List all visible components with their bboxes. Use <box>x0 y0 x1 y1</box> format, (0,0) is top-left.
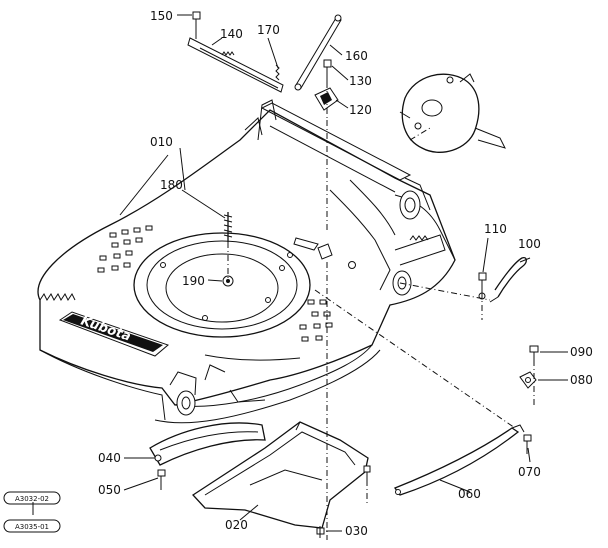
reference-badges: A3032-02 A3035-01 <box>3 491 61 533</box>
part-060-strap <box>393 424 525 496</box>
callout-190: 190 <box>182 274 205 288</box>
leader-lines <box>32 14 568 532</box>
callout-100: 100 <box>518 237 541 251</box>
callout-110: 110 <box>484 222 507 236</box>
reference-top-text: A3032-02 <box>15 495 49 503</box>
part-020-plate <box>192 421 369 529</box>
callout-010: 010 <box>150 135 173 149</box>
callout-130: 130 <box>349 74 372 88</box>
callout-050: 050 <box>98 483 121 497</box>
callout-040: 040 <box>98 451 121 465</box>
callout-160: 160 <box>345 49 368 63</box>
callout-080: 080 <box>570 373 593 387</box>
top-hardware <box>187 11 506 153</box>
callout-150: 150 <box>150 9 173 23</box>
reference-badge-bottom <box>3 519 61 533</box>
callout-140: 140 <box>220 27 243 41</box>
deck-logo-text: Kubota <box>79 314 133 345</box>
deck-logo-plate: Kubota <box>58 311 169 357</box>
callout-180: 180 <box>160 178 183 192</box>
callout-030: 030 <box>345 524 368 538</box>
reference-bottom-text: A3035-01 <box>15 523 49 531</box>
callout-090: 090 <box>570 345 593 359</box>
callout-120: 120 <box>349 103 372 117</box>
small-hardware <box>157 212 539 538</box>
callout-060: 060 <box>458 487 481 501</box>
alignment-lines <box>160 33 535 540</box>
callout-020: 020 <box>225 518 248 532</box>
callout-labels: 010 020 030 040 050 060 070 080 090 100 … <box>98 9 593 538</box>
callout-070: 070 <box>518 465 541 479</box>
vent-holes <box>97 225 333 342</box>
callout-170: 170 <box>257 23 280 37</box>
reference-badge-top <box>3 491 61 505</box>
mower-deck: Kubota <box>37 99 456 424</box>
